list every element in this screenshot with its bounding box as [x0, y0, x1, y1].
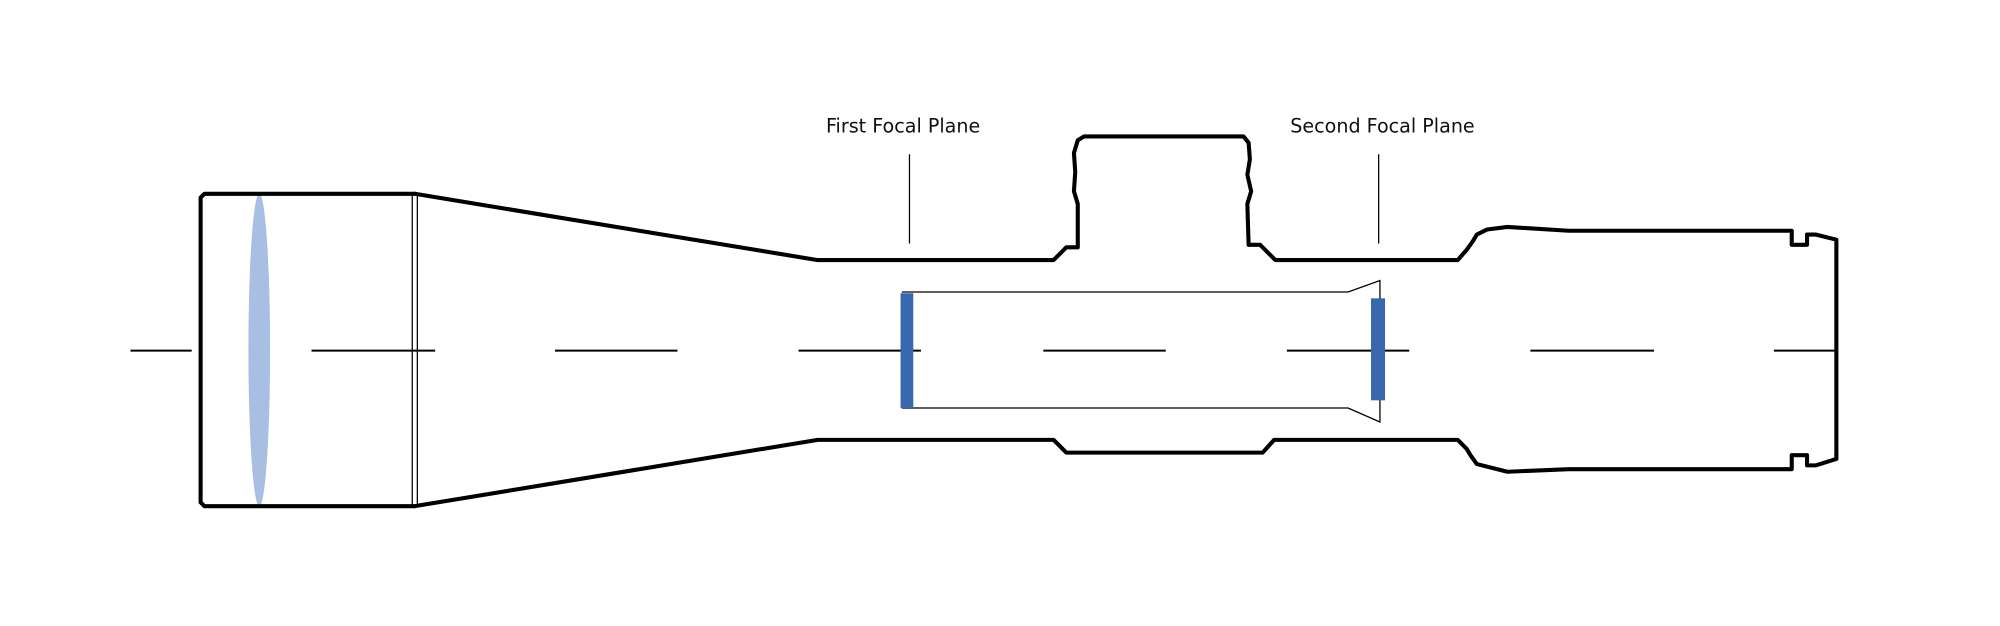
objective-lens [248, 193, 271, 507]
second-focal-plane-label: Second Focal Plane [1290, 115, 1474, 138]
first-focal-plane-reticle [900, 293, 914, 408]
second-focal-plane-reticle [1371, 298, 1386, 401]
objective-bell [198, 191, 418, 509]
scope-body-bottom [412, 437, 1839, 509]
first-focal-plane-label: First Focal Plane [826, 115, 980, 138]
scope-body-top [412, 134, 1839, 458]
